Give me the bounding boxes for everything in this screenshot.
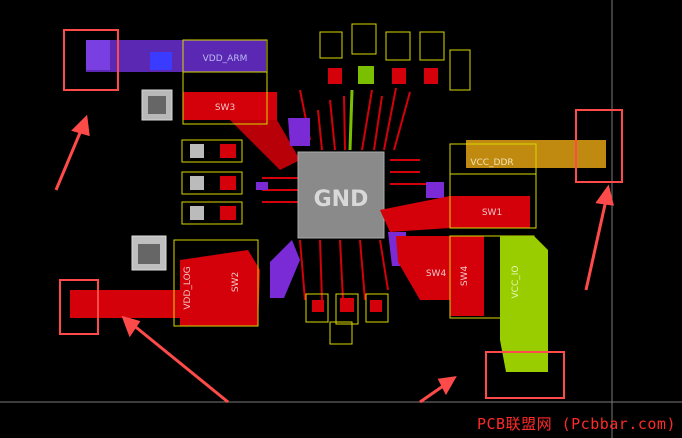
vdd-arm-plane[interactable]: VDD_ARM <box>86 39 268 73</box>
net-label-sw4-box: SW4 <box>460 266 470 287</box>
green-signal-trace <box>348 89 354 151</box>
net-label-vcc-ddr: VCC_DDR <box>470 158 513 168</box>
watermark-text: PCB联盟网 (Pcbbar.com) <box>477 415 676 433</box>
sw3-plane[interactable]: SW3 <box>182 71 300 170</box>
vcc-io-plane[interactable]: VCC_IO <box>500 236 548 372</box>
vdd-log-plane[interactable]: VDD_LOG SW2 <box>70 239 260 327</box>
pmic-chip[interactable]: GND <box>297 151 385 239</box>
capacitor-array-bottom[interactable] <box>305 293 389 345</box>
net-label-sw2: SW2 <box>231 272 241 292</box>
net-label-sw3: SW3 <box>215 103 235 113</box>
vcc-ddr-plane[interactable]: VCC_DDR <box>449 140 606 175</box>
capacitor-array-left[interactable] <box>181 139 243 225</box>
net-label-vdd-arm: VDD_ARM <box>203 54 248 64</box>
chip-label-gnd: GND <box>314 187 369 212</box>
net-label-vdd-log: VDD_LOG <box>183 266 193 309</box>
inductor-component-2[interactable] <box>131 235 167 271</box>
net-label-vcc-io: VCC_IO <box>511 266 521 299</box>
net-label-sw4-left: SW4 <box>426 269 447 279</box>
capacitor-array-top[interactable] <box>319 23 471 91</box>
annotation-arrows <box>54 114 614 404</box>
inductor-component[interactable] <box>141 89 173 121</box>
annotation-boxes <box>59 29 623 399</box>
sw4-plane[interactable]: SW4 SW4 <box>396 235 535 319</box>
net-label-sw1: SW1 <box>482 208 502 218</box>
sw1-plane[interactable]: SW1 <box>380 173 537 232</box>
